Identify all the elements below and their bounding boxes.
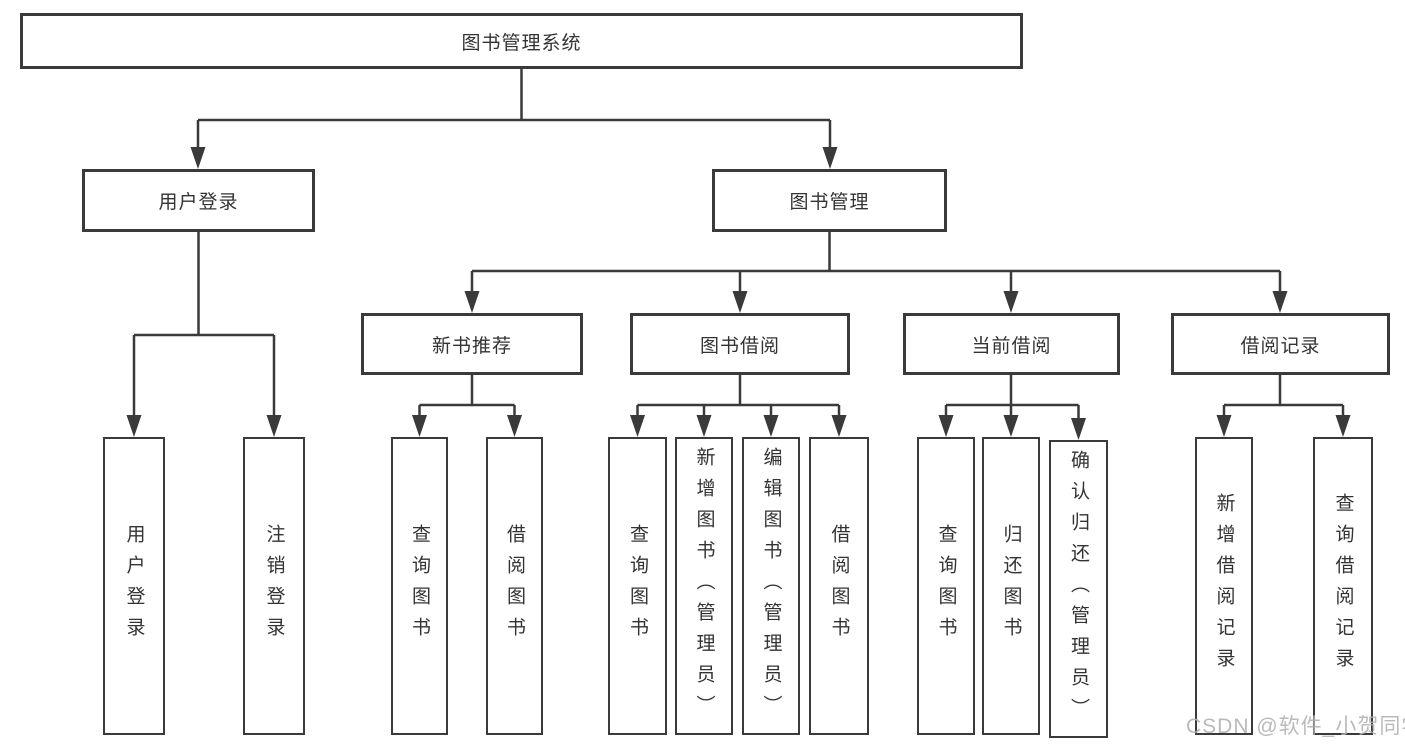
node-label: 查询图书 xyxy=(409,524,430,648)
node-label: 查询图书 xyxy=(935,524,957,648)
node-label: 查询图书 xyxy=(627,524,648,648)
node-new-book-recommend: 新书推荐 xyxy=(361,313,583,375)
node-user-login-leaf: 用户登录 xyxy=(103,437,165,735)
node-label: 图书管理 xyxy=(789,192,870,213)
node-borrow-books-leaf: 借阅图书 xyxy=(809,437,869,735)
connector-borrow-record-fork xyxy=(1222,375,1345,419)
node-label: 借阅图书 xyxy=(504,524,525,648)
node-label: 确认归还（管理员） xyxy=(1068,449,1089,729)
node-label: 图书管理系统 xyxy=(461,32,582,54)
node-confirm-return-admin: 确认归还（管理员） xyxy=(1049,440,1108,738)
node-borrowing-records: 借阅记录 xyxy=(1171,313,1390,375)
node-add-borrow-record: 新增借阅记录 xyxy=(1195,437,1253,735)
node-label: 新增图书（管理员） xyxy=(693,446,715,726)
node-user-login-branch: 用户登录 xyxy=(82,169,315,232)
node-book-borrowing: 图书借阅 xyxy=(630,313,850,375)
connector-book-borrow-fork xyxy=(636,375,841,419)
node-label: 查询借阅记录 xyxy=(1332,493,1354,679)
node-return-books: 归还图书 xyxy=(982,437,1040,735)
node-label: 新书推荐 xyxy=(431,335,512,357)
node-library-system: 图书管理系统 xyxy=(20,13,1023,69)
node-label: 归还图书 xyxy=(1000,524,1022,648)
node-borrow-books-recommend: 借阅图书 xyxy=(486,437,543,735)
connector-new-book-fork xyxy=(418,375,516,419)
node-label: 用户登录 xyxy=(123,524,145,648)
node-current-borrowing: 当前借阅 xyxy=(903,313,1120,375)
connector-book-mgmt-fork xyxy=(470,232,1282,295)
node-query-books-borrowing: 查询图书 xyxy=(608,437,667,735)
node-label: 注销登录 xyxy=(263,524,285,648)
node-label: 借阅图书 xyxy=(828,524,850,648)
node-logout: 注销登录 xyxy=(243,437,305,735)
node-book-management: 图书管理 xyxy=(712,169,947,232)
node-label: 编辑图书（管理员） xyxy=(760,446,782,726)
csdn-watermark: CSDN @软件_小贺同学 xyxy=(1186,715,1405,738)
node-label: 当前借阅 xyxy=(971,335,1052,357)
connector-user-login-fork xyxy=(132,232,276,419)
node-label: 用户登录 xyxy=(158,192,239,213)
node-add-book-admin: 新增图书（管理员） xyxy=(675,437,733,735)
node-query-books-recommend: 查询图书 xyxy=(391,437,448,735)
node-label: 新增借阅记录 xyxy=(1213,493,1235,679)
node-label: 图书借阅 xyxy=(699,335,780,357)
node-query-borrow-record: 查询借阅记录 xyxy=(1313,437,1373,735)
node-edit-book-admin: 编辑图书（管理员） xyxy=(742,437,800,735)
connector-root-fork xyxy=(196,69,832,151)
node-query-books-current: 查询图书 xyxy=(917,437,975,735)
node-label: 借阅记录 xyxy=(1240,335,1321,357)
connector-current-borrow-fork xyxy=(944,375,1080,422)
